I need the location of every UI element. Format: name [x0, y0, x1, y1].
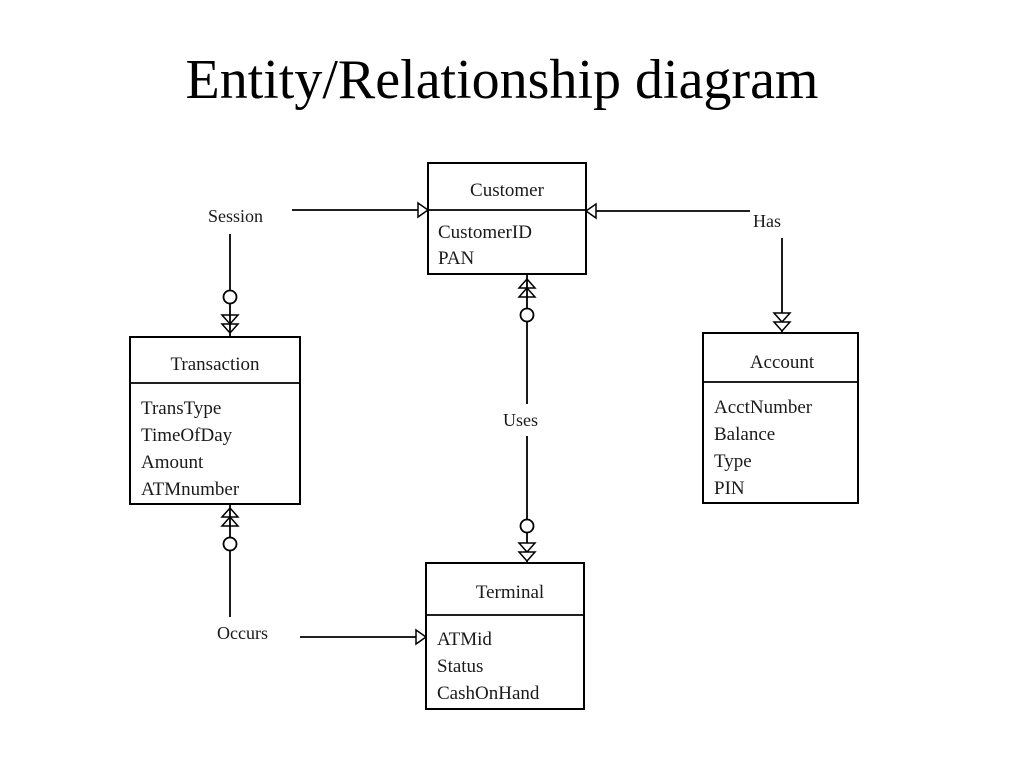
entity-terminal-attr-1: Status [437, 656, 483, 677]
entity-transaction-attr-2: Amount [141, 452, 204, 473]
has-account-arrowhead-1 [772, 312, 792, 324]
occurs-optional-circle [222, 536, 238, 552]
uses-customer-optional-circle [519, 307, 535, 323]
entity-terminal-attr-0: ATMid [437, 629, 492, 650]
has-customer-arrowhead [584, 202, 597, 220]
relationship-occurs-label: Occurs [217, 623, 268, 643]
entity-account: Account AcctNumber Balance Type PIN [702, 332, 859, 504]
relationship-session: Session [208, 201, 430, 337]
uses-terminal-arrowhead-2 [517, 551, 537, 563]
entity-customer-attr-1: PAN [438, 248, 475, 269]
relationship-has-label: Has [753, 211, 781, 231]
uses-terminal-arrowhead-1 [517, 542, 537, 554]
occurs-terminal-arrowhead [415, 628, 428, 646]
entity-terminal-name: Terminal [476, 582, 544, 603]
relationship-has: Has [584, 202, 792, 333]
entity-customer-name: Customer [470, 180, 545, 201]
entity-account-attr-2: Type [714, 451, 752, 472]
entity-account-name: Account [750, 352, 815, 373]
entity-account-attr-3: PIN [714, 478, 745, 499]
relationship-occurs: Occurs [217, 504, 428, 646]
entity-transaction-attr-1: TimeOfDay [141, 425, 233, 446]
entity-transaction: Transaction TransType TimeOfDay Amount A… [129, 336, 301, 505]
entity-customer-attr-0: CustomerID [438, 222, 532, 243]
entity-transaction-attr-3: ATMnumber [141, 479, 240, 500]
entity-transaction-box [129, 336, 301, 505]
entity-transaction-attr-0: TransType [141, 398, 221, 419]
entity-account-box [702, 332, 859, 504]
relationship-session-label: Session [208, 206, 263, 226]
relationship-uses-label: Uses [503, 410, 538, 430]
has-account-arrowhead-2 [772, 321, 792, 333]
entity-account-attr-0: AcctNumber [714, 397, 813, 418]
entity-customer: Customer CustomerID PAN [427, 162, 587, 275]
entity-terminal-attr-2: CashOnHand [437, 683, 540, 704]
entity-customer-box [427, 162, 587, 275]
page-title: Entity/Relationship diagram [185, 49, 819, 111]
session-optional-circle [222, 289, 238, 305]
entity-terminal: Terminal ATMid Status CashOnHand [425, 562, 585, 710]
session-customer-arrowhead [417, 201, 430, 219]
entity-terminal-box [425, 562, 585, 710]
relationship-uses: Uses [503, 274, 538, 563]
uses-terminal-optional-circle [519, 518, 535, 534]
entity-transaction-name: Transaction [170, 354, 260, 375]
entity-account-attr-1: Balance [714, 424, 775, 445]
